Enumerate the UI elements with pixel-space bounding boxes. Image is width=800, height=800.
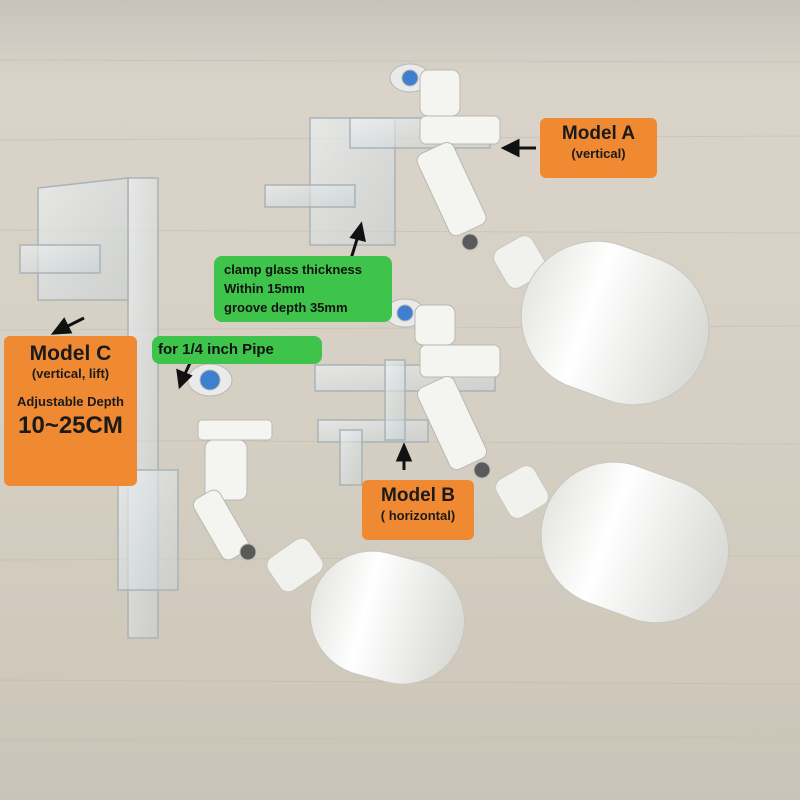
model-b-float [495, 461, 730, 624]
model-a-float [493, 235, 710, 406]
model-c-depth-value: 10~25CM [18, 412, 123, 439]
arrows [50, 138, 536, 470]
model-b-label: Model B ( horizontal) [362, 480, 474, 540]
model-c-float [266, 537, 465, 685]
model-c-title: Model C [29, 342, 112, 365]
clamp-note: clamp glass thickness Within 15mm groove… [214, 256, 392, 322]
model-c-label: Model C (vertical, lift) Adjustable Dept… [4, 336, 137, 486]
model-a-title: Model A [561, 123, 636, 144]
model-b-title: Model B [381, 485, 455, 506]
model-c-depth-label: Adjustable Depth [17, 394, 124, 409]
pipe-note: for 1/4 inch Pipe [152, 336, 322, 364]
model-c-subtitle: (vertical, lift) [31, 366, 110, 381]
model-b-fitting [384, 298, 501, 479]
model-a-fitting [389, 63, 501, 251]
clamp-note-line1: clamp glass thickness [224, 262, 363, 277]
pipe-note-text: for 1/4 inch Pipe [158, 341, 274, 358]
model-b-subtitle: ( horizontal) [380, 508, 456, 523]
model-a-label: Model A (vertical) [540, 118, 657, 178]
clamp-note-line3: groove depth 35mm [224, 300, 348, 315]
model-c-bracket [19, 177, 179, 639]
clamp-note-line2: Within 15mm [224, 281, 305, 296]
model-b-bracket [314, 359, 496, 486]
model-a-subtitle: (vertical) [571, 146, 626, 161]
model-c-fitting [187, 363, 273, 561]
